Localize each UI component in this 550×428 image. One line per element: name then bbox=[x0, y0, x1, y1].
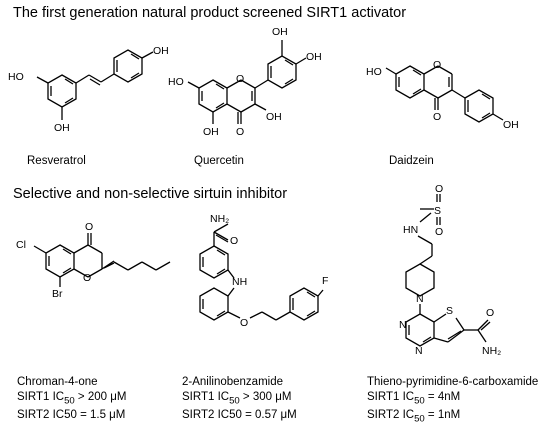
compound-name-chroman: Chroman-4-one bbox=[17, 376, 98, 388]
chroman-br-label: Br bbox=[52, 288, 63, 300]
quercetin-oh-label-3: OH bbox=[272, 26, 288, 38]
anilino-nh-label: NH bbox=[232, 276, 247, 288]
daidzein-ring-o-label: O bbox=[433, 59, 441, 71]
chroman-4-one-structure: O O Cl Br bbox=[16, 221, 171, 300]
quercetin-ho-label: HO bbox=[168, 76, 184, 88]
compound-name-anilinobenzamide: 2-Anilinobenzamide bbox=[182, 376, 284, 388]
thieno-pyrimidine-n-label-1: N bbox=[399, 319, 407, 331]
anilinobenzamide-structure: O NH₂ NH O F bbox=[199, 213, 328, 329]
section-title-activators: The first generation natural product scr… bbox=[13, 5, 407, 21]
thieno-pyrimidine-n-label-2: N bbox=[415, 345, 423, 357]
quercetin-oh-label-1: OH bbox=[203, 126, 219, 138]
anilino-nh2-label: NH₂ bbox=[210, 213, 229, 225]
thienopyrimidine-sirt1-ic50: SIRT1 IC50 = 4nM bbox=[367, 391, 461, 407]
daidzein-oh-label: OH bbox=[503, 119, 519, 131]
compound-name-daidzein: Daidzein bbox=[389, 155, 434, 167]
thieno-carbonyl-o-label: O bbox=[486, 307, 494, 319]
daidzein-carbonyl-o-label: O bbox=[433, 111, 441, 123]
thieno-thiophene-s-label: S bbox=[446, 305, 453, 317]
anilinobenzamide-sirt1-ic50: SIRT1 IC50 > 300 μM bbox=[182, 391, 292, 407]
chroman-ring-o-label: O bbox=[83, 272, 91, 284]
anilino-carbonyl-o-label: O bbox=[230, 235, 238, 247]
thieno-sulfonyl-o-label-1: O bbox=[435, 183, 443, 195]
daidzein-structure: O HO O OH bbox=[366, 59, 519, 131]
chroman-cl-label: Cl bbox=[16, 239, 26, 251]
chroman-carbonyl-o-label: O bbox=[85, 221, 93, 233]
daidzein-ho-label: HO bbox=[366, 66, 382, 78]
thieno-sulfonyl-o-label-2: O bbox=[435, 226, 443, 238]
chroman-sirt1-ic50: SIRT1 IC50 > 200 μM bbox=[17, 391, 127, 407]
inhibitor-block-thienopyrimidine: Thieno-pyrimidine-6-carboxamide SIRT1 IC… bbox=[367, 375, 538, 427]
anilino-ether-o-label: O bbox=[240, 317, 248, 329]
chroman-sirt2-ic50: SIRT2 IC50 = 1.5 μM bbox=[17, 409, 126, 422]
quercetin-carbonyl-o-label: O bbox=[236, 126, 244, 138]
thieno-s-label: S bbox=[434, 205, 441, 217]
quercetin-ring-o-label: O bbox=[236, 73, 244, 85]
quercetin-structure: O HO OH O OH OH OH bbox=[168, 26, 322, 138]
thienopyrimidine-structure: S O O HN N N N S O NH₂ bbox=[399, 183, 501, 357]
resveratrol-oh-label-1: OH bbox=[54, 122, 70, 134]
thienopyrimidine-sirt2-ic50: SIRT2 IC50 = 1nM bbox=[367, 409, 461, 425]
section-title-inhibitors: Selective and non-selective sirtuin inhi… bbox=[13, 186, 288, 202]
resveratrol-structure: HO OH OH bbox=[8, 45, 169, 134]
inhibitor-block-anilinobenzamide: 2-Anilinobenzamide SIRT1 IC50 > 300 μM S… bbox=[182, 375, 297, 423]
compound-name-quercetin: Quercetin bbox=[194, 155, 244, 167]
resveratrol-ho-label: HO bbox=[8, 71, 24, 83]
compound-name-thienopyrimidine: Thieno-pyrimidine-6-carboxamide bbox=[367, 376, 539, 388]
compound-name-resveratrol: Resveratrol bbox=[27, 155, 86, 167]
thieno-nh2-label: NH₂ bbox=[482, 345, 501, 357]
inhibitor-block-chroman: Chroman-4-one SIRT1 IC50 > 200 μM SIRT2 … bbox=[17, 375, 126, 423]
anilino-f-label: F bbox=[322, 275, 328, 287]
thieno-piperidine-n-label: N bbox=[416, 293, 424, 305]
resveratrol-oh-label-2: OH bbox=[153, 45, 169, 57]
thieno-hn-label: HN bbox=[403, 224, 418, 236]
quercetin-oh-label-4: OH bbox=[306, 51, 322, 63]
anilinobenzamide-sirt2-ic50: SIRT2 IC50 = 0.57 μM bbox=[182, 409, 297, 422]
quercetin-oh-label-2: OH bbox=[266, 111, 282, 123]
